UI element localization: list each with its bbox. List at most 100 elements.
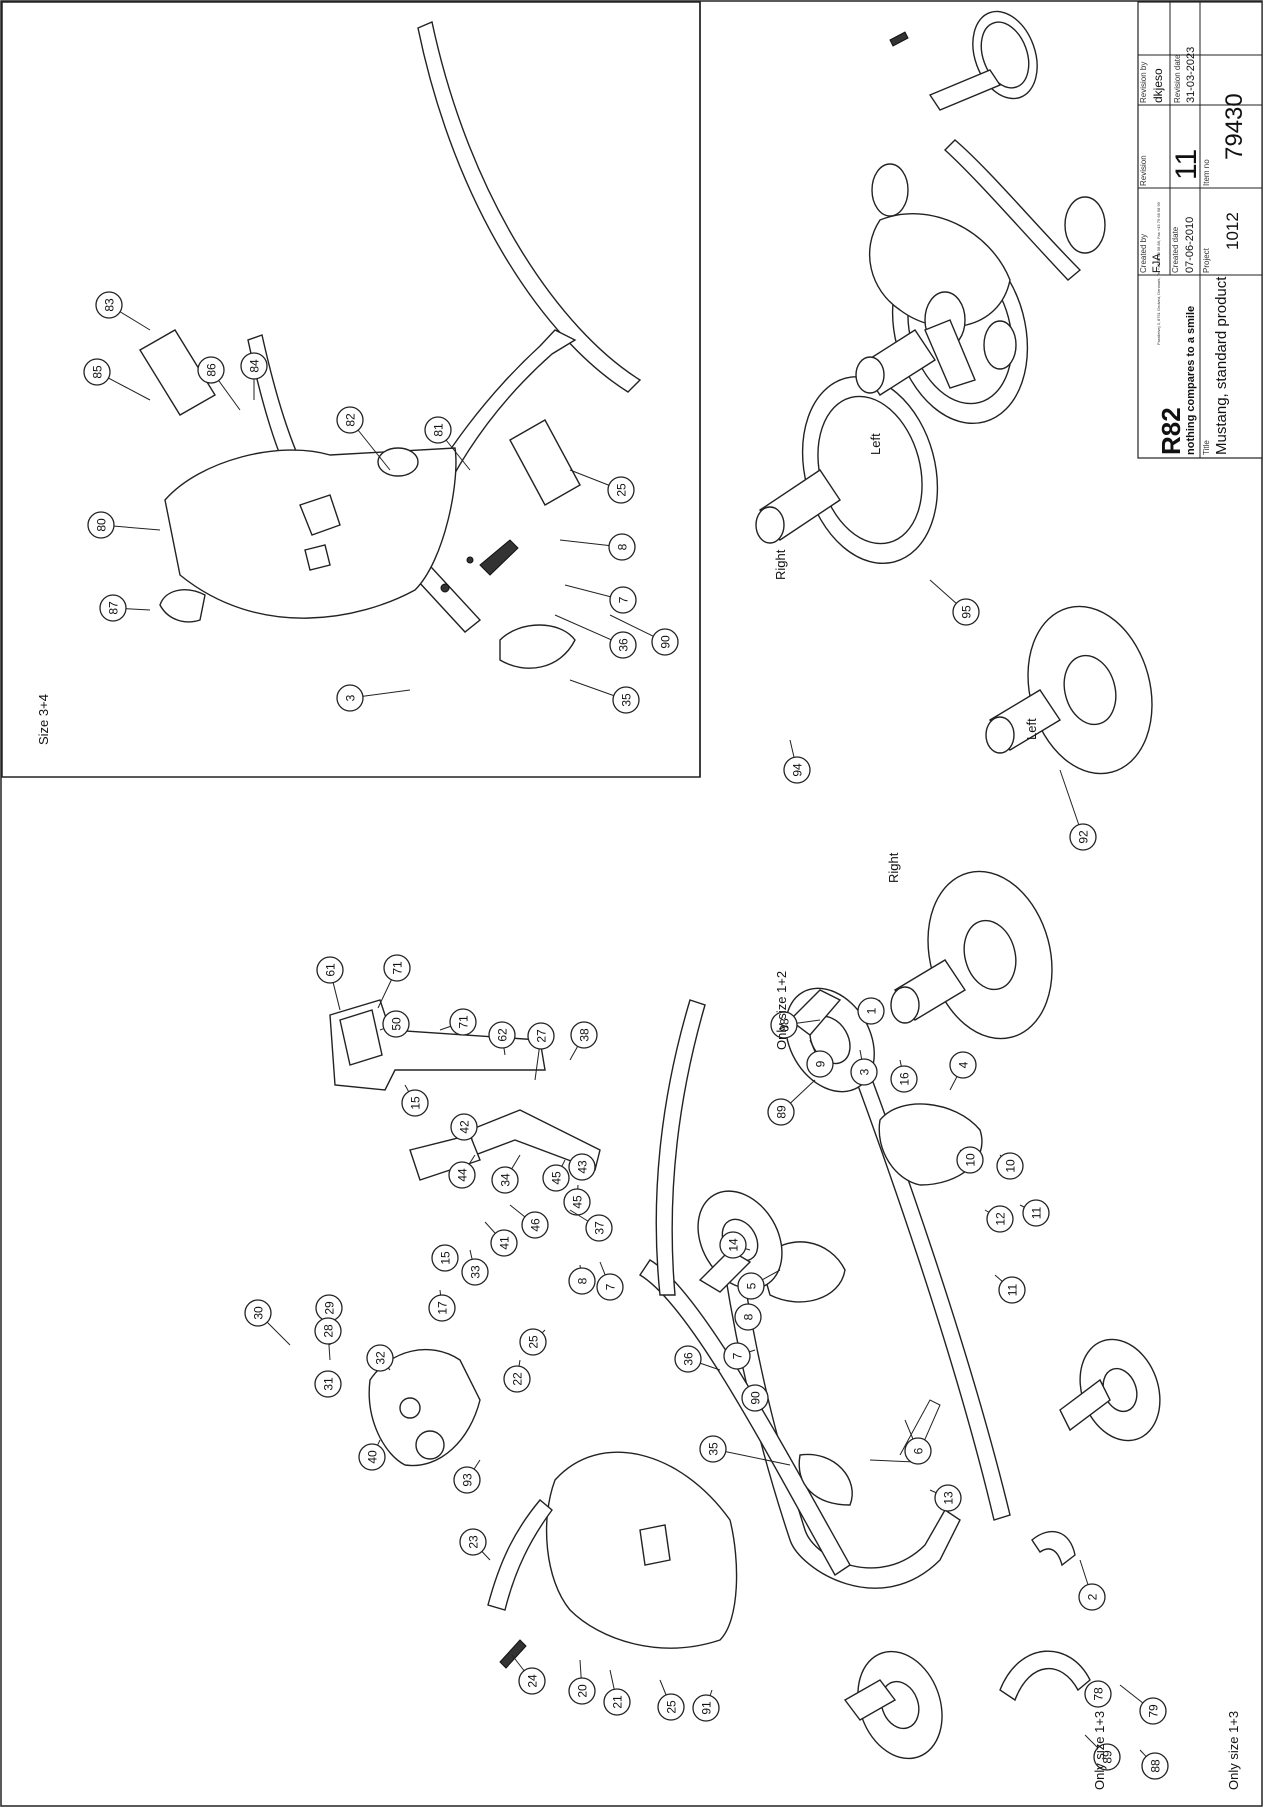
balloon-number: 94 xyxy=(791,763,805,777)
balloon-25: 25 xyxy=(519,1328,547,1356)
balloon-number: 3 xyxy=(344,694,358,701)
balloon-circle xyxy=(95,291,123,319)
balloon-number: 46 xyxy=(529,1218,543,1232)
balloon-number: 8 xyxy=(616,543,630,550)
balloon-20: 20 xyxy=(568,1659,596,1705)
balloon-number: 88 xyxy=(778,1018,792,1032)
balloon-number: 29 xyxy=(323,1301,337,1315)
balloon-circle xyxy=(428,1294,456,1322)
balloon-number: 5 xyxy=(745,1282,759,1289)
balloon-88: 88 xyxy=(1139,1749,1169,1780)
balloon-number: 3 xyxy=(858,1068,872,1075)
balloon-7: 7 xyxy=(723,1342,756,1370)
balloon-44: 44 xyxy=(448,1154,476,1189)
balloon-number: 25 xyxy=(615,483,629,497)
balloon-27: 27 xyxy=(527,1022,555,1081)
balloon-61: 61 xyxy=(316,956,344,1011)
balloon-29: 29 xyxy=(315,1294,343,1346)
company-address: Parallelvej 3, 8751 Gedved, Denmark, Tel… xyxy=(1156,201,1161,345)
balloon-circle xyxy=(197,356,225,384)
logo: R82 xyxy=(1156,407,1186,455)
revision-date-label: Revision date xyxy=(1173,54,1182,103)
balloon-43: 43 xyxy=(568,1153,596,1181)
balloon-number: 36 xyxy=(617,638,631,652)
balloon-11: 11 xyxy=(1019,1199,1050,1227)
balloon-number: 37 xyxy=(593,1221,607,1235)
balloon-83: 83 xyxy=(95,291,151,331)
balloon-circle xyxy=(692,1694,720,1722)
note-left-2: Left xyxy=(868,433,883,455)
balloon-number: 30 xyxy=(252,1306,266,1320)
balloon-circle xyxy=(806,1050,834,1078)
balloon-number: 17 xyxy=(436,1301,450,1315)
balloon-circle xyxy=(366,1344,394,1372)
wheel-assembly-1 xyxy=(890,870,1053,1040)
balloon-number: 71 xyxy=(457,1015,471,1029)
balloon-number: 25 xyxy=(527,1335,541,1349)
balloon-42: 42 xyxy=(450,1113,478,1141)
balloon-number: 7 xyxy=(731,1352,745,1359)
balloon-circle xyxy=(83,358,111,386)
balloon-number: 43 xyxy=(576,1160,590,1174)
revision-label: Revision xyxy=(1139,155,1148,186)
balloon-7: 7 xyxy=(564,584,637,614)
balloon-88: 88 xyxy=(770,1011,821,1039)
balloon-number: 38 xyxy=(578,1028,592,1042)
caster-wheel-rear-left xyxy=(843,1650,943,1760)
balloon-1: 1 xyxy=(857,997,885,1025)
balloon-2: 2 xyxy=(1078,1559,1106,1611)
balloon-circle xyxy=(99,594,127,622)
balloon-number: 2 xyxy=(1086,1593,1100,1600)
balloon-circle xyxy=(890,1065,918,1093)
balloon-circle xyxy=(674,1345,702,1373)
balloon-circle xyxy=(857,997,885,1025)
balloon-number: 8 xyxy=(742,1313,756,1320)
balloon-circle xyxy=(563,1188,591,1216)
balloon-number: 45 xyxy=(571,1195,585,1209)
balloon-circle xyxy=(527,1022,555,1050)
balloon-number: 16 xyxy=(898,1072,912,1086)
balloon-number: 84 xyxy=(248,359,262,373)
balloon-3: 3 xyxy=(850,1049,878,1086)
balloon-circle xyxy=(450,1113,478,1141)
balloon-number: 8 xyxy=(576,1277,590,1284)
balloon-circle xyxy=(952,598,980,626)
balloon-10: 10 xyxy=(956,1146,984,1174)
balloon-circle xyxy=(723,1342,751,1370)
balloon-number: 13 xyxy=(942,1491,956,1505)
balloon-30: 30 xyxy=(244,1299,291,1346)
balloon-87: 87 xyxy=(99,594,151,622)
balloon-37: 37 xyxy=(569,1209,613,1242)
balloon-number: 78 xyxy=(1092,1687,1106,1701)
balloon-circle xyxy=(459,1528,487,1556)
balloon-number: 9 xyxy=(814,1060,828,1067)
inset-frame-assembly xyxy=(139,21,642,669)
note-left-1: Left xyxy=(1024,718,1039,740)
balloon-71: 71 xyxy=(439,1008,477,1036)
balloon-circle xyxy=(1022,1199,1050,1227)
balloon-90: 90 xyxy=(741,1384,769,1412)
item-no: 79430 xyxy=(1221,93,1248,160)
balloon-circle xyxy=(244,1299,272,1327)
balloon-circle xyxy=(996,1152,1024,1180)
balloon-number: 81 xyxy=(432,423,446,437)
balloon-number: 7 xyxy=(617,596,631,603)
balloon-number: 44 xyxy=(456,1168,470,1182)
balloon-circle xyxy=(607,476,635,504)
balloon-circle xyxy=(986,1205,1014,1233)
balloon-circle xyxy=(383,954,411,982)
balloon-circle xyxy=(336,684,364,712)
balloon-33: 33 xyxy=(461,1249,489,1286)
balloon-circle xyxy=(491,1166,519,1194)
balloon-25: 25 xyxy=(569,469,635,504)
revision-date: 31-03-2023 xyxy=(1185,47,1197,103)
note-right-2: Right xyxy=(773,549,788,580)
balloon-number: 36 xyxy=(682,1352,696,1366)
balloon-number: 4 xyxy=(957,1061,971,1068)
balloon-79: 79 xyxy=(1119,1684,1167,1725)
balloon-35: 35 xyxy=(569,679,640,714)
balloon-circle xyxy=(490,1229,518,1257)
balloon-94: 94 xyxy=(783,739,811,784)
